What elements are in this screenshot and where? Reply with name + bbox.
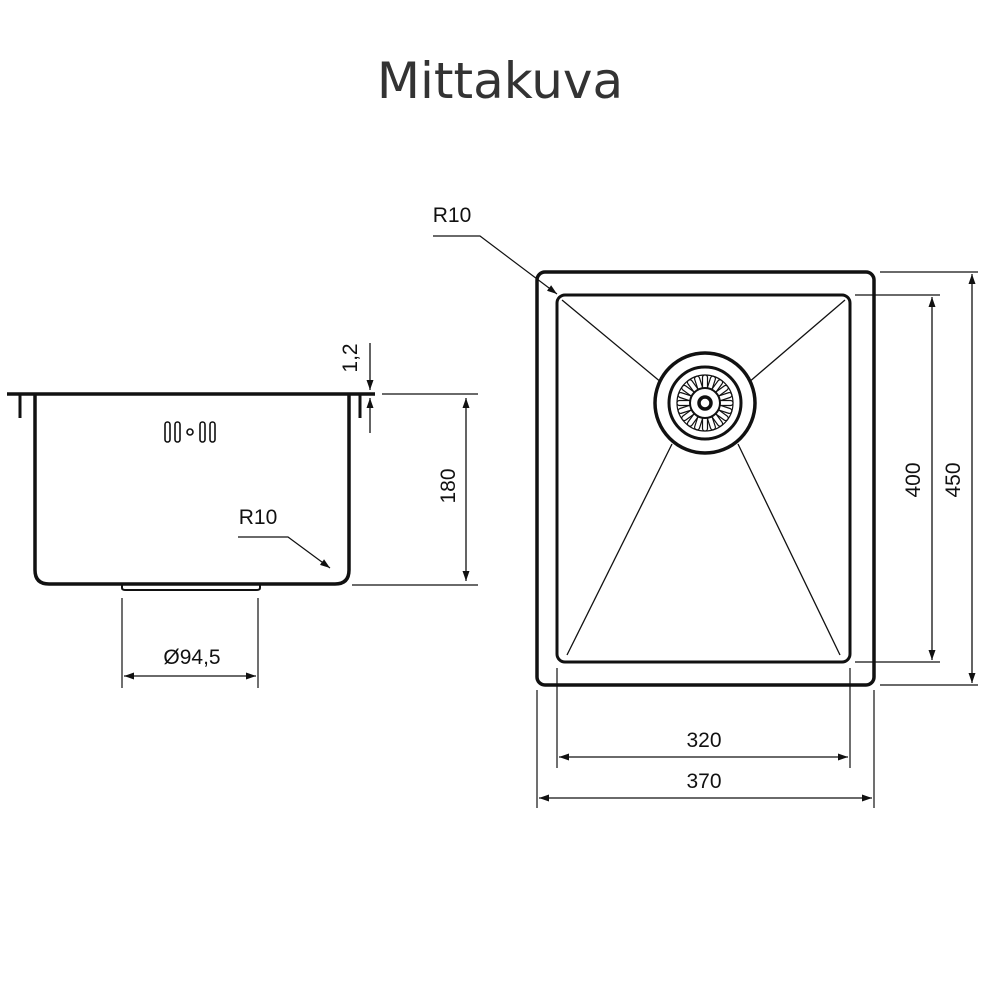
- extension-lines-bottom: [536, 668, 875, 808]
- drain-diameter-label: Ø94,5: [163, 646, 220, 669]
- outer-length-label: 450: [942, 462, 965, 497]
- side-view: 1,2 180 R10 Ø94,5: [7, 343, 478, 688]
- top-radius-label: R10: [433, 204, 472, 227]
- page-title: Mittakuva: [376, 52, 624, 110]
- outer-width-label: 370: [686, 770, 721, 793]
- drain-stub: [121, 584, 261, 591]
- drain-strainer-icon: [653, 351, 757, 455]
- inner-length-label: 400: [902, 462, 925, 497]
- extension-lines-right: [855, 271, 978, 686]
- sink-inner-bowl: [555, 293, 852, 664]
- thickness-label: 1,2: [339, 343, 362, 372]
- strainer-slot: [718, 399, 734, 407]
- side-radius-leader: [238, 536, 331, 569]
- strainer-slot: [676, 399, 692, 407]
- overflow-slots: [164, 421, 216, 443]
- sink-outer-rim: [535, 270, 876, 687]
- depth-label: 180: [437, 468, 460, 503]
- top-radius-leader: [433, 235, 558, 295]
- side-radius-label: R10: [239, 506, 278, 529]
- strainer-slot: [701, 416, 709, 432]
- top-view: R10 400 450 320 370: [433, 204, 978, 808]
- bowl-slope-lines: [561, 299, 846, 656]
- sink-bowl-profile: [7, 392, 375, 586]
- inner-width-label: 320: [686, 729, 721, 752]
- strainer-slot: [701, 374, 709, 390]
